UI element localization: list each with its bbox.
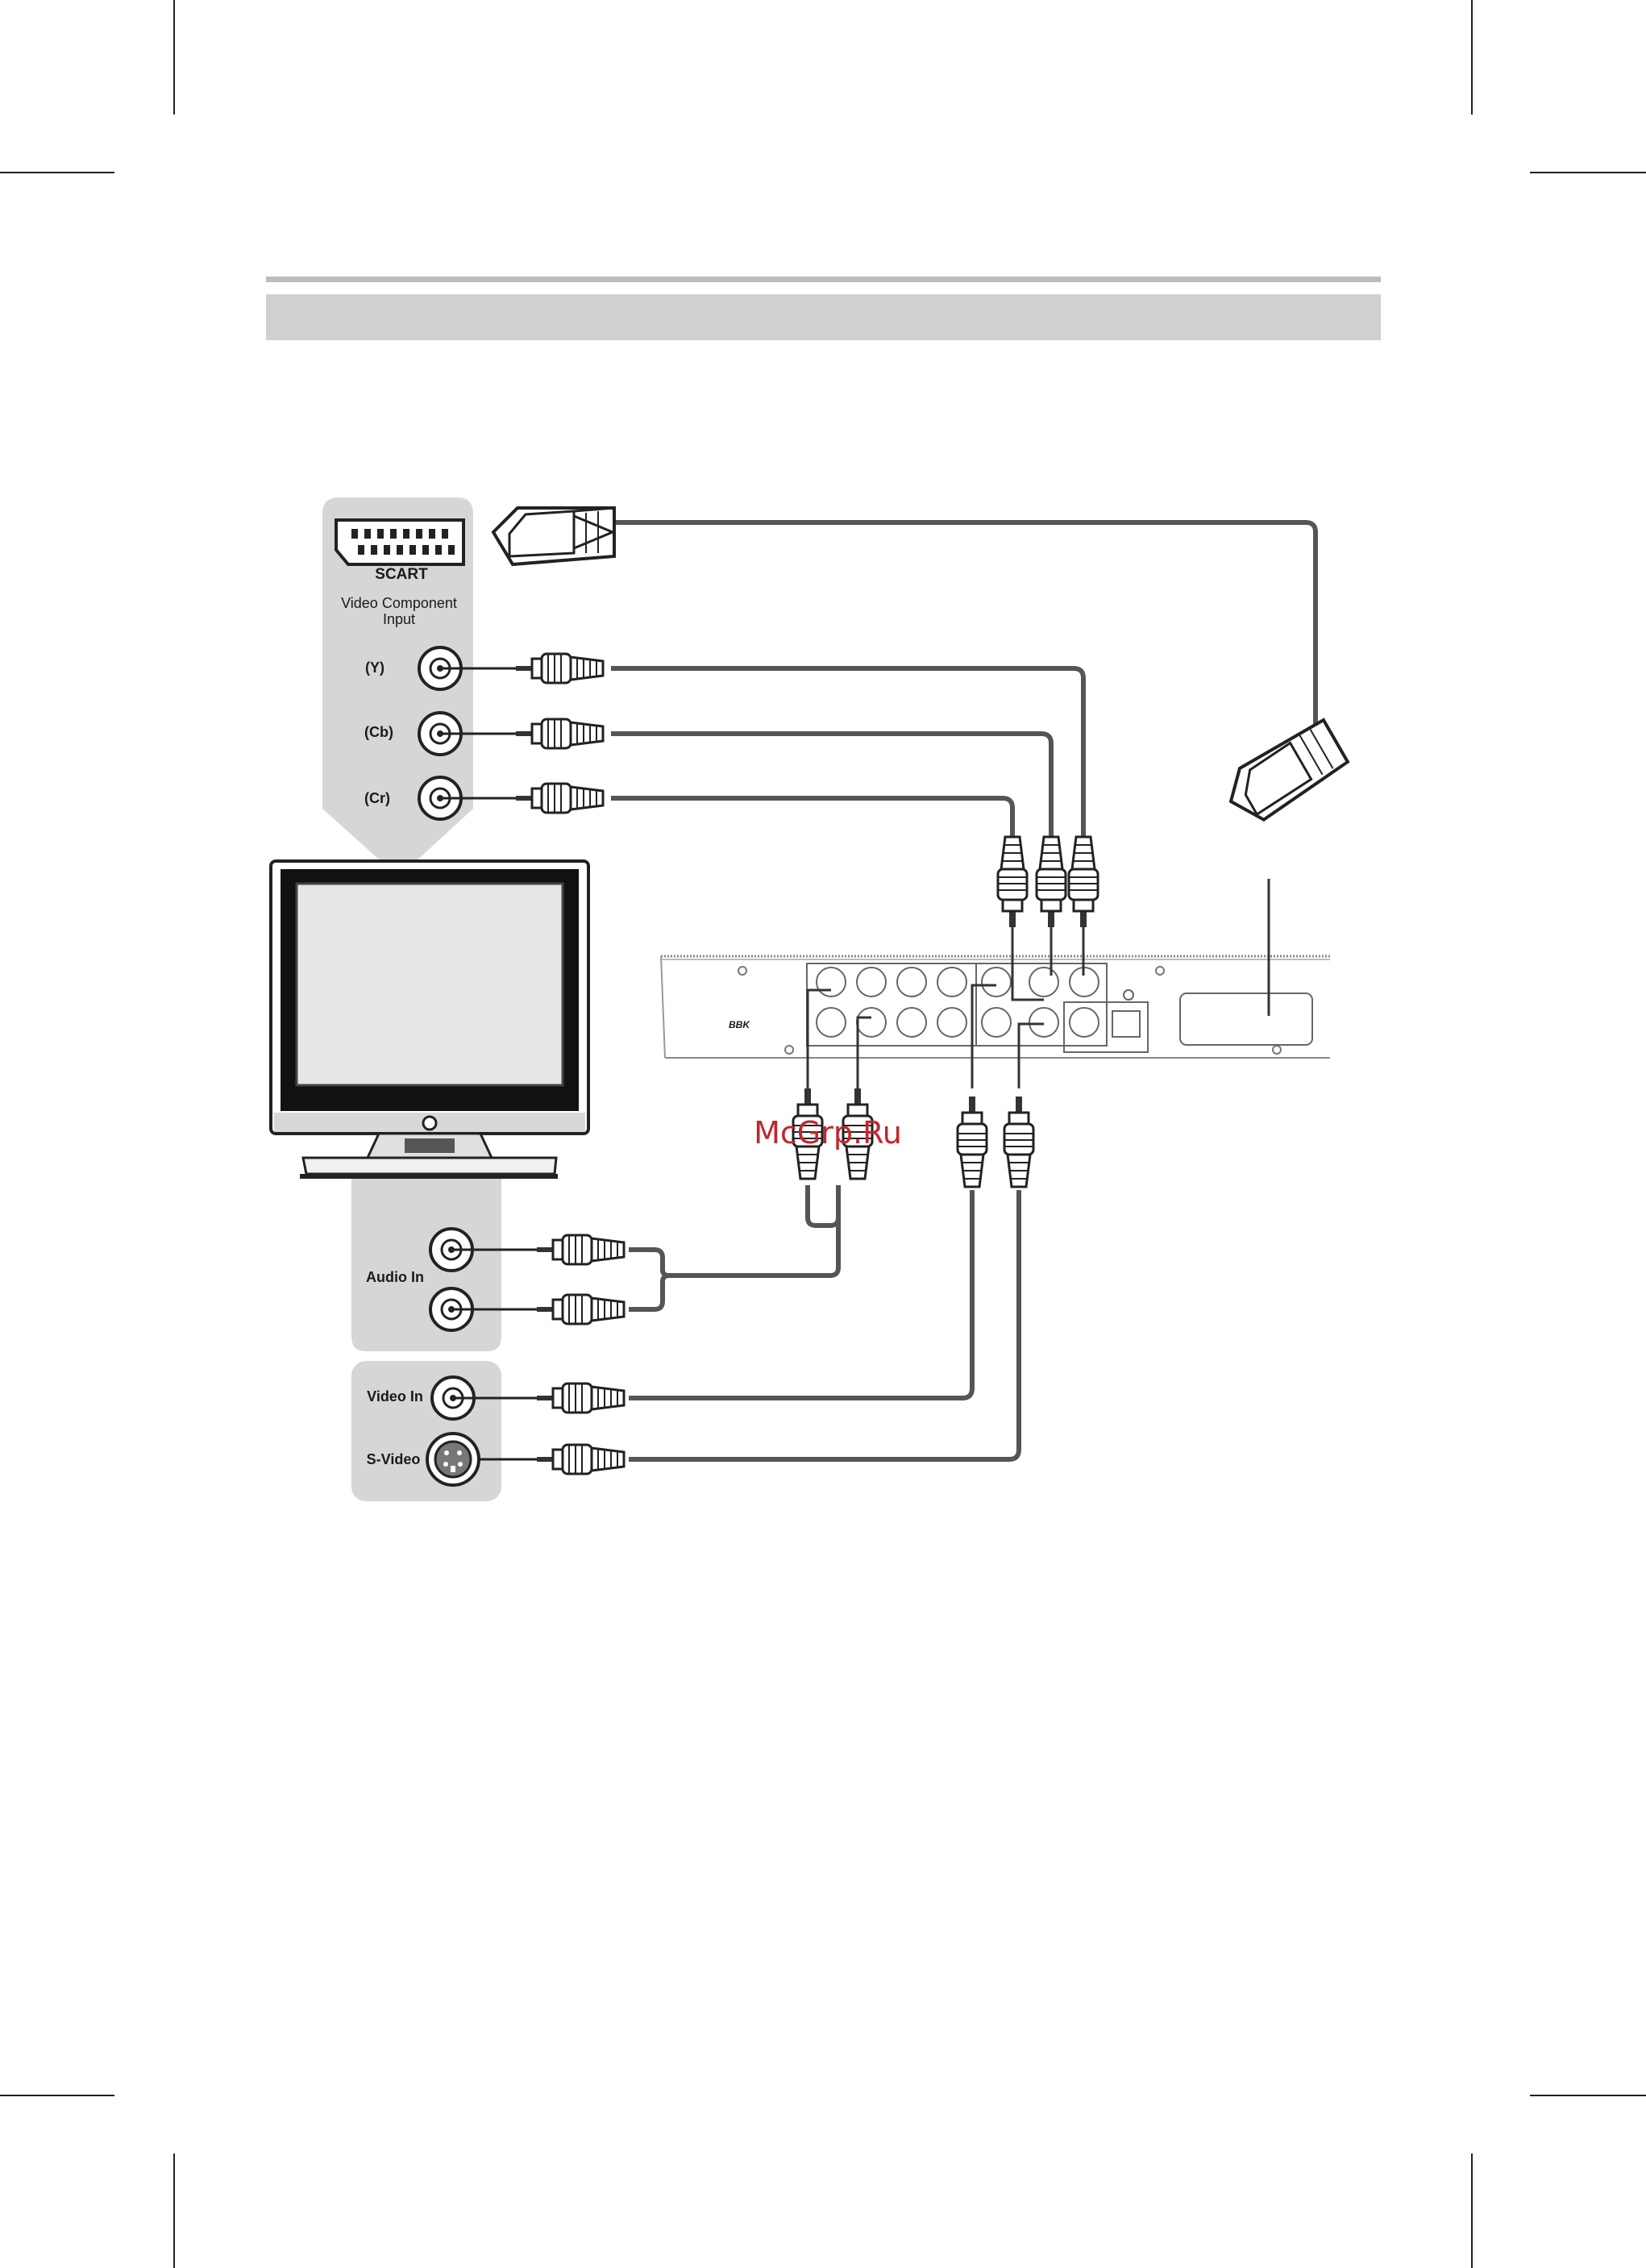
component-label-line1: Video Component	[341, 595, 457, 611]
tv-monitor	[271, 861, 588, 1179]
cb-plug	[516, 719, 603, 748]
scart-socket[interactable]	[336, 520, 463, 564]
svideo-label: S-Video	[367, 1451, 421, 1467]
y-label: (Y)	[365, 660, 384, 676]
audio-in-panel: Audio In	[351, 1179, 537, 1351]
watermark: McGrp.Ru	[754, 1115, 902, 1151]
header-rule	[266, 277, 1381, 282]
video-device-plugs	[958, 1097, 1033, 1187]
dvd-rear-panel: BBK	[661, 956, 1330, 1058]
cb-device-plug	[1037, 837, 1066, 927]
scart-label: SCART	[375, 566, 428, 583]
svideo-jack[interactable]	[427, 1434, 479, 1485]
scart-plug-device	[1219, 720, 1352, 830]
audio-left-plug	[537, 1235, 624, 1264]
scart-plug-tv	[493, 508, 614, 564]
cr-device-plug	[998, 837, 1027, 927]
cr-label: (Cr)	[364, 790, 390, 806]
video-plug	[537, 1384, 624, 1413]
cb-label: (Cb)	[364, 724, 393, 740]
audio-right-plug	[537, 1295, 624, 1324]
component-label-line2: Input	[383, 611, 415, 627]
y-plug	[516, 654, 603, 683]
header-bar	[266, 294, 1381, 340]
device-brand: BBK	[729, 1019, 750, 1030]
video-in-panel: Video In S-Video	[351, 1361, 537, 1501]
cr-plug	[516, 784, 603, 813]
audio-in-label: Audio In	[366, 1269, 424, 1285]
y-device-plug	[1069, 837, 1098, 927]
svideo-plug	[537, 1445, 624, 1474]
tv-input-panel: SCART Video Component Input (Y) (Cb) (Cr…	[322, 497, 516, 864]
video-in-label: Video In	[367, 1388, 423, 1404]
